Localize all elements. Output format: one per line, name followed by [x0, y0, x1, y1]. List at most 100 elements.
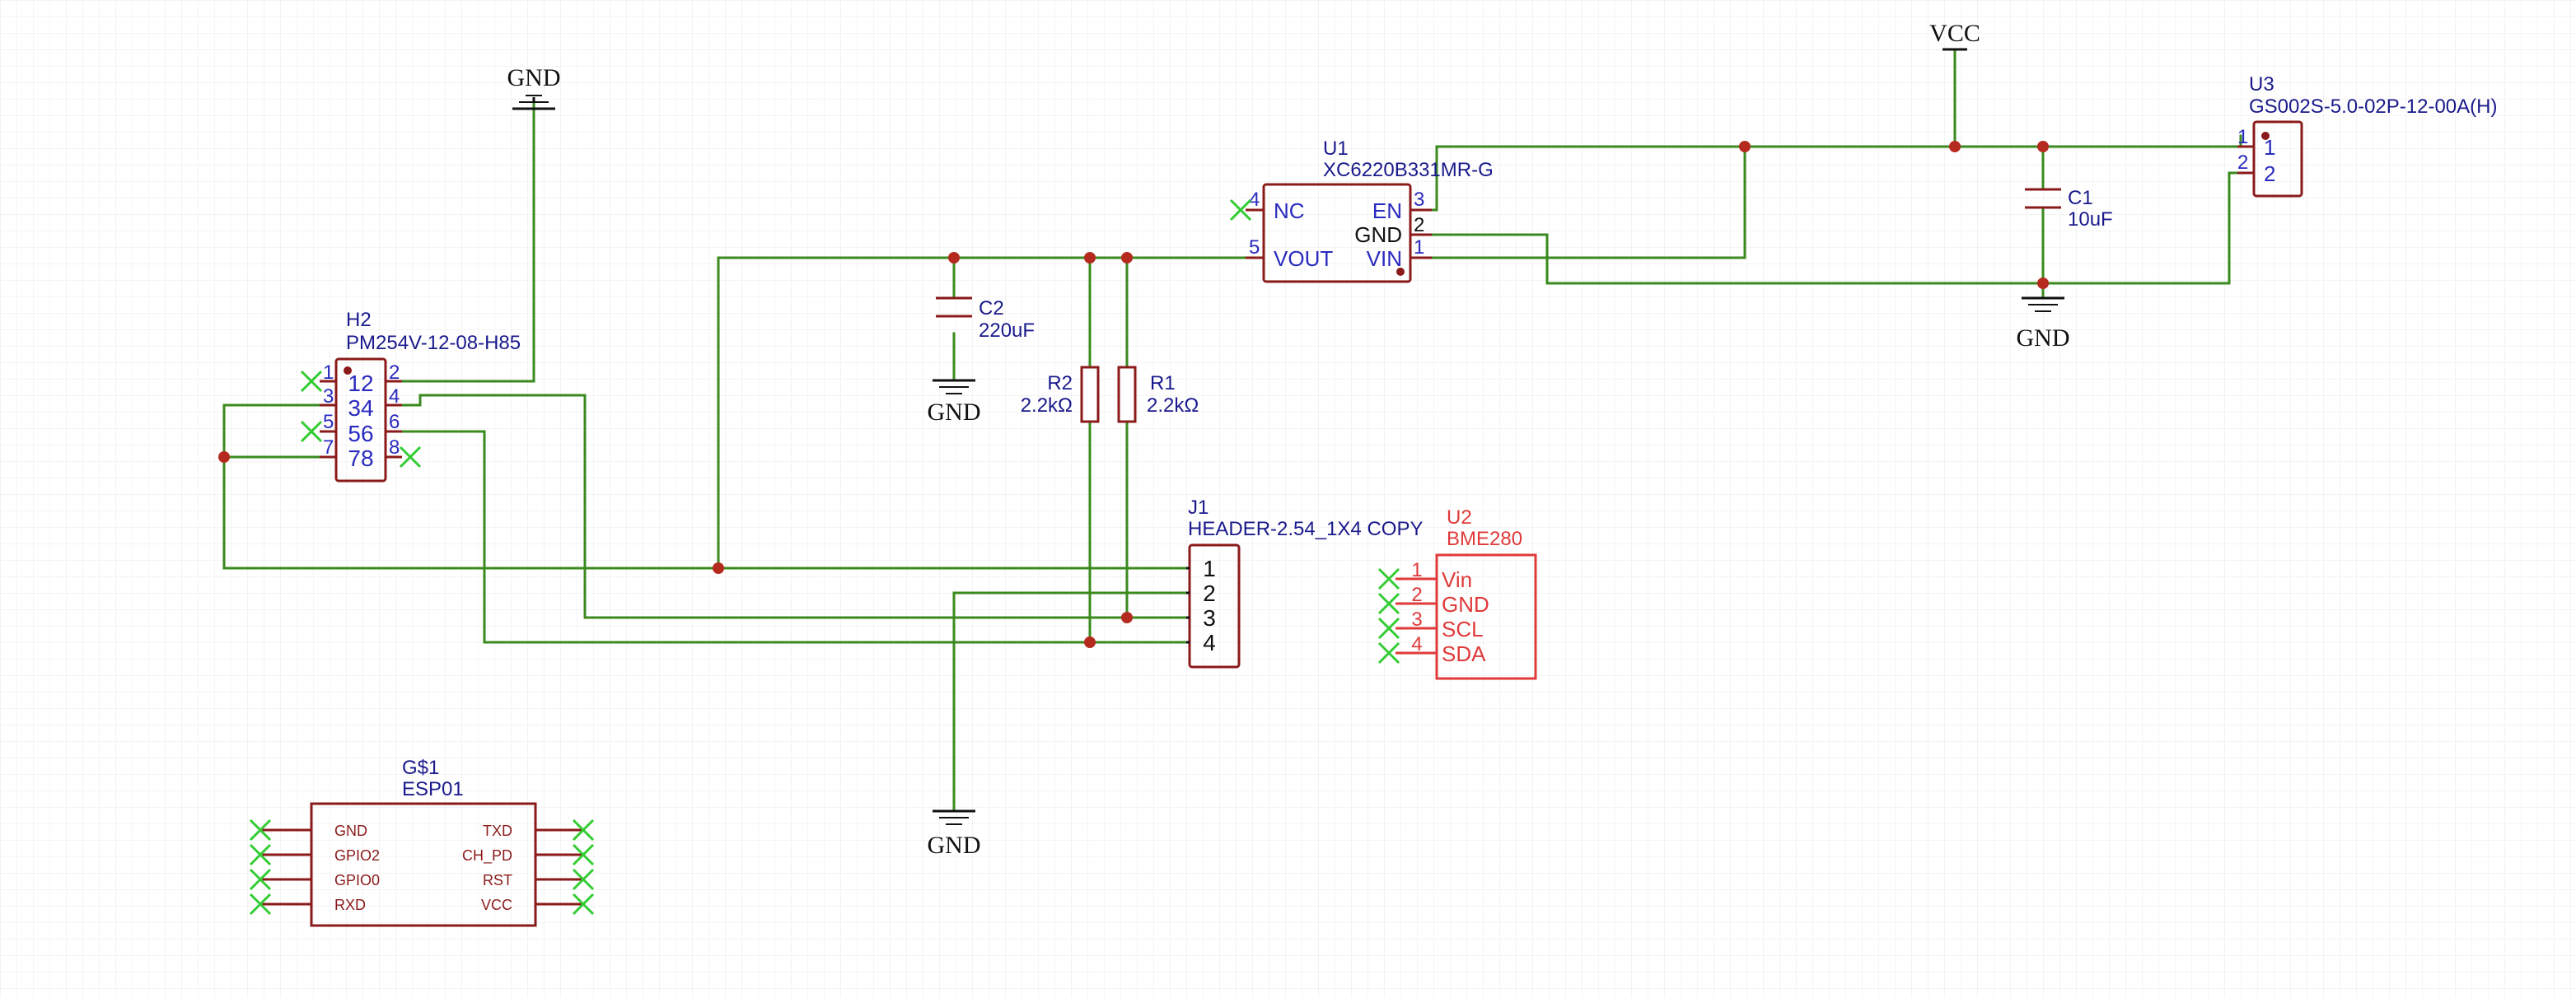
g1-pin-name: RXD: [334, 897, 366, 913]
r2-ref: R2: [1047, 372, 1073, 394]
h2-ref: H2: [346, 309, 372, 331]
pin1-marker: [1396, 268, 1405, 276]
wire[interactable]: [1409, 171, 2242, 285]
gnd-label: GND: [2017, 324, 2070, 352]
no-connect-icon: [399, 445, 422, 469]
j1-value: HEADER-2.54_1X4 COPY: [1188, 518, 1423, 540]
h2-pin-num: 4: [389, 385, 400, 408]
h2-pin-num: 1: [323, 361, 334, 384]
wire[interactable]: [1409, 145, 1746, 259]
junction-dot: [1121, 612, 1133, 623]
junction-dot: [2037, 141, 2049, 152]
u1-pin-name: NC: [1274, 198, 1305, 223]
junction-dot: [1949, 141, 1961, 152]
no-connect-icon: [300, 370, 323, 393]
r2-body: [1080, 366, 1100, 423]
gnd-symbol-c1[interactable]: GND: [2017, 296, 2070, 352]
u3-pin-label: 2: [2264, 161, 2275, 186]
pin1-marker: [2261, 132, 2270, 140]
wire[interactable]: [717, 256, 1260, 570]
vcc-label: VCC: [1929, 20, 1980, 47]
no-connect-icon: [572, 818, 595, 842]
wire[interactable]: [952, 591, 1188, 813]
u1-pin-num: 3: [1414, 189, 1424, 211]
junction-dot: [948, 252, 960, 263]
no-connect-icon: [249, 843, 272, 866]
j1-pin-num: 4: [1203, 630, 1216, 655]
u2-pin-num: 1: [1411, 559, 1422, 581]
wire[interactable]: [384, 101, 535, 383]
h2-value: PM254V-12-08-H85: [346, 332, 521, 354]
wire[interactable]: [384, 394, 1188, 619]
u3-pin-num: 1: [2237, 126, 2248, 148]
gnd-symbol-j1[interactable]: GND: [928, 809, 981, 859]
h2-pin-num: 2: [389, 361, 400, 384]
r2-resistor[interactable]: R2 2.2kΩ: [1021, 366, 1100, 423]
u1-pin-num: 5: [1249, 236, 1260, 259]
g1-pin-name: GPIO0: [334, 872, 380, 888]
u2-bme280[interactable]: U2 BME280 1 2 3 4 Vin GND SCL SDA: [1377, 506, 1537, 680]
r1-resistor[interactable]: R1 2.2kΩ: [1117, 366, 1199, 423]
u3-body: [2252, 120, 2303, 198]
u3-value: GS002S-5.0-02P-12-00A(H): [2249, 96, 2497, 118]
c1-ref: C1: [2068, 187, 2093, 209]
h2-pin-num: 8: [389, 436, 400, 459]
u1-pin-num: 4: [1249, 189, 1260, 211]
u1-pin-num: 1: [1414, 236, 1424, 259]
no-connect-icon: [572, 868, 595, 891]
h2-body: [334, 357, 387, 483]
c1-value: 10uF: [2068, 208, 2113, 231]
pin1-marker: [344, 366, 352, 375]
u3-connector[interactable]: U3 GS002S-5.0-02P-12-00A(H) 1 2 1 2: [2237, 73, 2497, 198]
u2-value: BME280: [1447, 528, 1522, 550]
c2-capacitor[interactable]: C2 220uF: [936, 296, 1035, 342]
j1-pin-num: 1: [1203, 556, 1216, 581]
no-connect-icon: [572, 893, 595, 916]
gnd-label: GND: [928, 399, 981, 426]
gnd-symbol-c2[interactable]: GND: [928, 379, 981, 426]
u2-pin-name: GND: [1442, 592, 1489, 617]
h2-pin-num: 7: [323, 436, 334, 459]
u3-pin-num: 2: [2237, 152, 2248, 174]
junction-dot: [713, 562, 724, 574]
g1-ref: G$1: [402, 757, 439, 779]
gnd-label: GND: [928, 832, 981, 859]
wire[interactable]: [384, 430, 1188, 644]
j1-pin-num: 3: [1203, 605, 1216, 631]
wires[interactable]: [222, 48, 2242, 813]
wire[interactable]: [222, 403, 1188, 570]
junctions: [218, 141, 2049, 648]
g1-esp01[interactable]: G$1 ESP01 GND GPIO2 GPIO0 RXD TXD CH_PD …: [249, 757, 595, 927]
h2-inner-row: 78: [348, 445, 373, 471]
j1-header[interactable]: J1 HEADER-2.54_1X4 COPY 1 2 3 4: [1186, 497, 1423, 669]
vcc-symbol[interactable]: VCC: [1929, 20, 1980, 51]
h2-inner-row: 12: [348, 371, 373, 396]
g1-body: [310, 802, 537, 927]
u1-regulator[interactable]: U1 XC6220B331MR-G 4 NC 5 VOUT EN 3 GND 2…: [1229, 138, 1494, 283]
g1-pin-name: GND: [334, 823, 367, 839]
g1-pin-name: CH_PD: [462, 847, 512, 865]
junction-dot: [1084, 252, 1096, 263]
u1-pin-name: GND: [1354, 222, 1402, 247]
u1-pin-name: VOUT: [1274, 246, 1333, 271]
h2-header[interactable]: H2 PM254V-12-08-H85 12 34 56 78 1 3 5 7 …: [300, 309, 521, 483]
gnd-symbol-top[interactable]: GND: [507, 64, 561, 110]
r1-body: [1117, 366, 1137, 423]
no-connect-icon: [249, 818, 272, 842]
junction-dot: [2037, 277, 2049, 289]
u2-pin-num: 4: [1411, 633, 1422, 655]
no-connect-icon: [300, 420, 323, 443]
u3-ref: U3: [2249, 73, 2274, 96]
u3-pin-label: 1: [2264, 135, 2275, 160]
h2-inner-row: 34: [348, 395, 373, 421]
no-connect-icon: [1377, 592, 1400, 615]
j1-pin-num: 2: [1203, 581, 1216, 606]
no-connect-icon: [1377, 567, 1400, 590]
g1-value: ESP01: [402, 778, 464, 800]
r2-value: 2.2kΩ: [1021, 394, 1073, 417]
c1-capacitor[interactable]: C1 10uF: [2025, 187, 2113, 231]
u2-pin-num: 3: [1411, 609, 1422, 631]
junction-dot: [1739, 141, 1751, 152]
c2-value: 220uF: [979, 319, 1035, 342]
